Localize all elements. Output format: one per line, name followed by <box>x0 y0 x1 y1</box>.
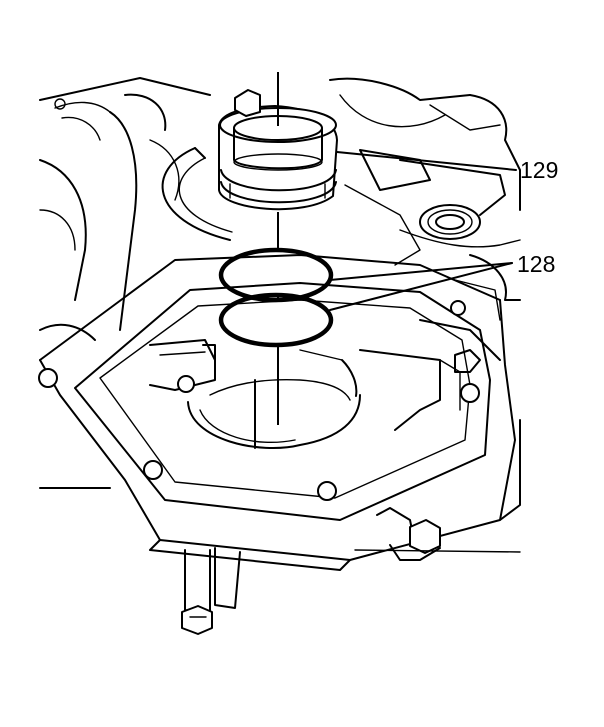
snap-ring <box>161 147 233 241</box>
o-ring-upper <box>218 247 334 303</box>
small-seal <box>419 204 481 240</box>
callout-label-128: 128 <box>517 251 555 277</box>
leader-lines <box>329 151 517 311</box>
callout-label-129: 129 <box>520 157 558 183</box>
o-ring-lower <box>218 292 334 348</box>
transmission-case <box>38 77 521 635</box>
